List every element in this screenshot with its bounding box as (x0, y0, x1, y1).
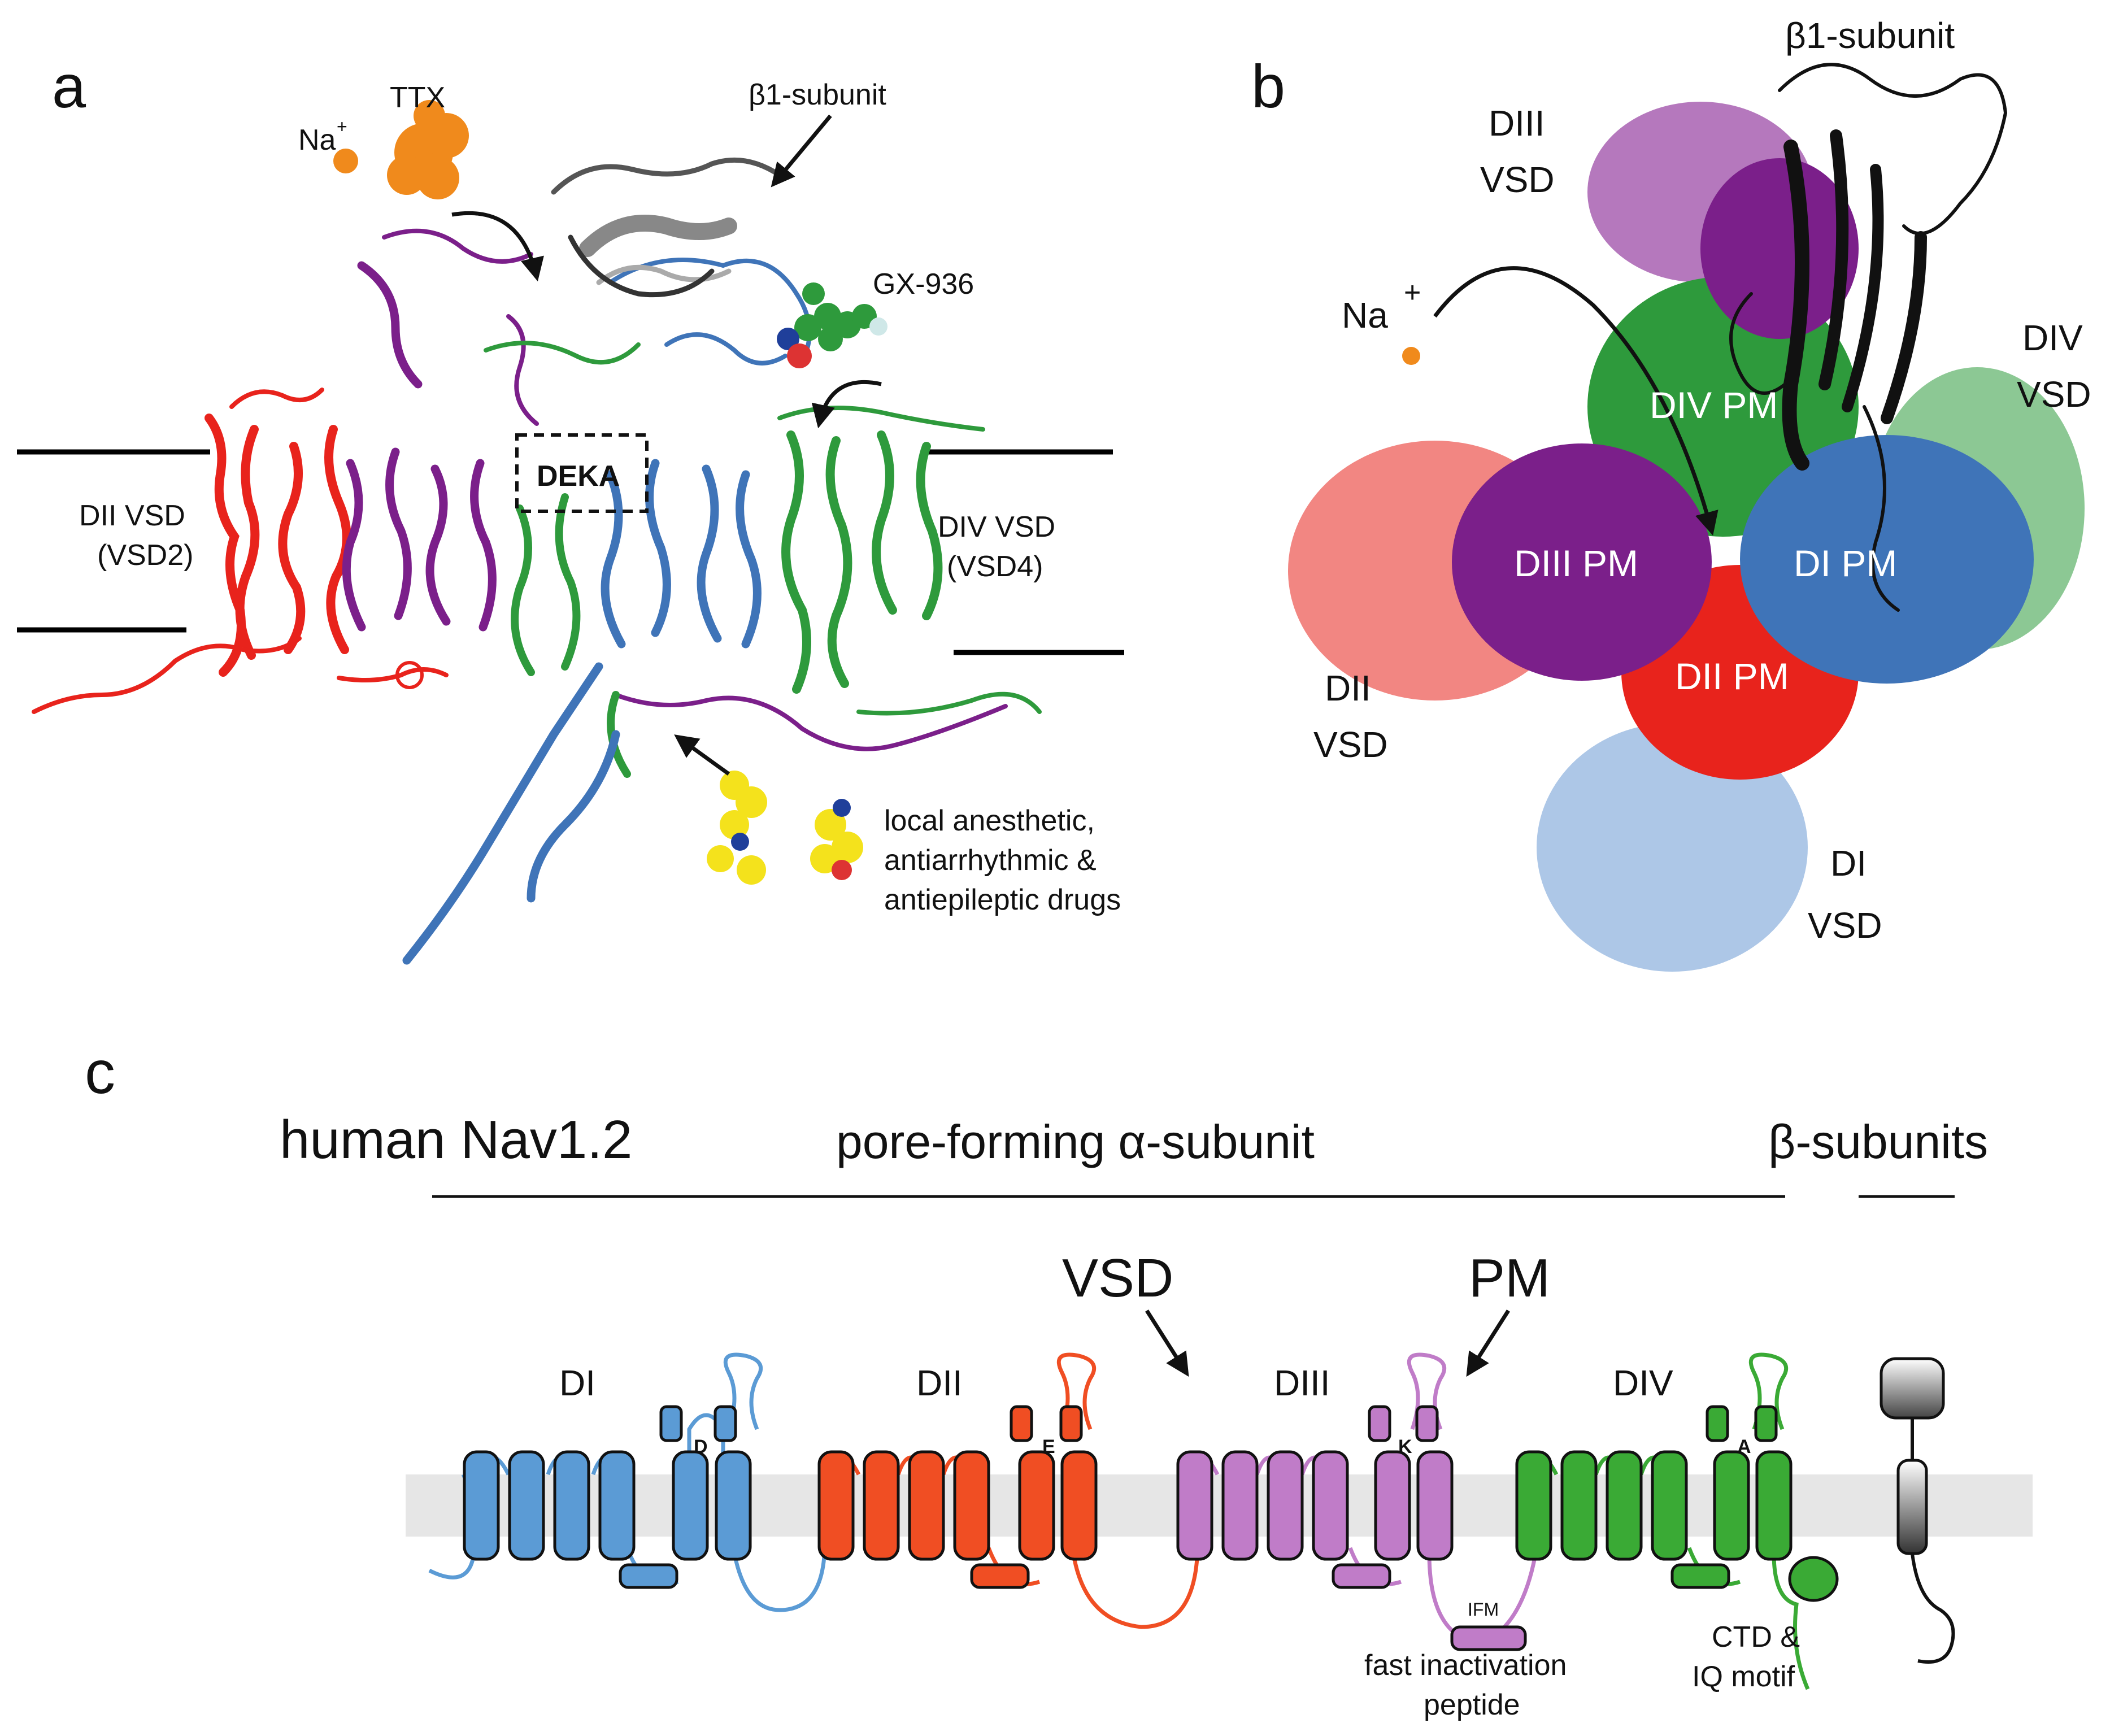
panel-b: b β1-subunit DIII VSD Na + DIV VSD (1251, 15, 2091, 972)
pm-arrow (1466, 1309, 1510, 1377)
vsd-arrow (1145, 1309, 1189, 1377)
diii-vsd-label-b-1: DIII (1489, 103, 1545, 143)
gx936-arrow (811, 380, 882, 429)
diii-vsd-label-b-2: VSD (1480, 159, 1555, 200)
filter-residue-a: A (1737, 1436, 1751, 1457)
dii-vsd-structure (32, 388, 449, 714)
drugs-label-line3: antiepileptic drugs (884, 884, 1121, 916)
sodium-charge-a: + (337, 116, 347, 137)
pm-label: PM (1469, 1248, 1550, 1308)
beta1-arrow-a (771, 114, 832, 188)
dii-vsd-label-a-line2: (VSD2) (97, 539, 193, 572)
di-vsd-surface (1537, 723, 1808, 972)
fast-inactivation-label-line2: peptide (1424, 1689, 1520, 1721)
domain-label-di: DI (559, 1363, 595, 1403)
panel-c: c human Nav1.2 pore-forming α-subunit β-… (85, 1038, 2033, 1721)
sodium-ion-b (1402, 347, 1420, 365)
div-vsd-label-a-line2: (VSD4) (947, 550, 1043, 583)
drug-arrow (674, 734, 730, 776)
ctd-label-line2: IQ motif (1692, 1660, 1795, 1693)
sodium-path-arrow-b (1433, 266, 1719, 536)
di-vsd-label-b-1: DI (1830, 843, 1867, 884)
beta-subunit-topology (1880, 1357, 1955, 1664)
beta1-structure-b (1729, 63, 2008, 612)
dii-vsd-label-b-1: DII (1325, 668, 1371, 708)
diii-pm-surface (1452, 443, 1712, 681)
drug-molecule-1 (707, 771, 767, 885)
alpha-subunit-label: pore-forming α-subunit (836, 1115, 1315, 1168)
di-pm-surface (1740, 435, 2034, 684)
vsd-label: VSD (1062, 1248, 1173, 1308)
deka-label: DEKA (537, 460, 620, 493)
gx936-molecule (777, 282, 887, 368)
drugs-label-line1: local anesthetic, (884, 804, 1095, 837)
div-vsd-label-a-line1: DIV VSD (938, 511, 1055, 543)
gx936-label: GX-936 (873, 268, 974, 301)
domain-diii-topology (1176, 1352, 1539, 1651)
panel-label-a: a (52, 52, 86, 120)
domain-di-topology (428, 1352, 827, 1612)
div-vsd-label-b-1: DIV (2022, 317, 2083, 358)
domain-dii-topology (817, 1352, 1200, 1629)
drugs-label-line2: antiarrhythmic & (884, 844, 1097, 877)
dii-pm-label: DII PM (1675, 655, 1789, 697)
protein-title: human Nav1.2 (280, 1110, 632, 1170)
sodium-label-a: Na (298, 124, 336, 156)
dii-vsd-label-a-line1: DII VSD (79, 499, 185, 532)
panel-a: a (17, 52, 1124, 965)
div-vsd-structure (777, 406, 1042, 716)
domain-label-div: DIV (1613, 1363, 1673, 1403)
drug-molecule-2 (810, 799, 863, 880)
dii-vsd-label-b-2: VSD (1313, 724, 1388, 765)
filter-residue-e: E (1042, 1436, 1055, 1457)
domain-label-diii: DIII (1274, 1363, 1330, 1403)
panel-label-c: c (85, 1038, 115, 1106)
diii-vsd-surface-core (1700, 158, 1859, 339)
ifm-label: IFM (1468, 1599, 1499, 1620)
diii-structure (342, 228, 1008, 751)
panel-label-b: b (1251, 52, 1285, 120)
sodium-ion-a (333, 149, 358, 173)
di-vsd-label-b-2: VSD (1808, 905, 1882, 946)
sodium-label-b: Na (1342, 295, 1388, 336)
beta1-label-b: β1-subunit (1785, 15, 1955, 56)
diii-pm-label: DIII PM (1514, 542, 1638, 584)
sodium-charge-b: + (1404, 276, 1421, 309)
filter-residue-k: K (1398, 1436, 1412, 1457)
filter-residue-d: D (694, 1436, 708, 1457)
beta-subunits-label: β-subunits (1768, 1115, 1988, 1168)
domain-div-topology (1515, 1352, 1839, 1690)
div-pm-structure (484, 341, 641, 778)
fast-inactivation-label-line1: fast inactivation (1364, 1649, 1567, 1682)
beta1-structure-a (551, 157, 782, 298)
beta1-label-a: β1-subunit (749, 79, 886, 111)
ttx-label: TTX (390, 81, 445, 114)
div-vsd-label-b-2: VSD (2017, 374, 2091, 415)
div-pm-label: DIV PM (1650, 384, 1778, 426)
ttx-arrow (451, 211, 544, 282)
deka-box (515, 433, 649, 513)
ctd-label-line1: CTD & (1712, 1621, 1800, 1654)
ttx-molecule (387, 100, 469, 199)
di-structure (402, 258, 812, 965)
domain-label-dii: DII (916, 1363, 963, 1403)
di-pm-label: DI PM (1794, 542, 1897, 584)
